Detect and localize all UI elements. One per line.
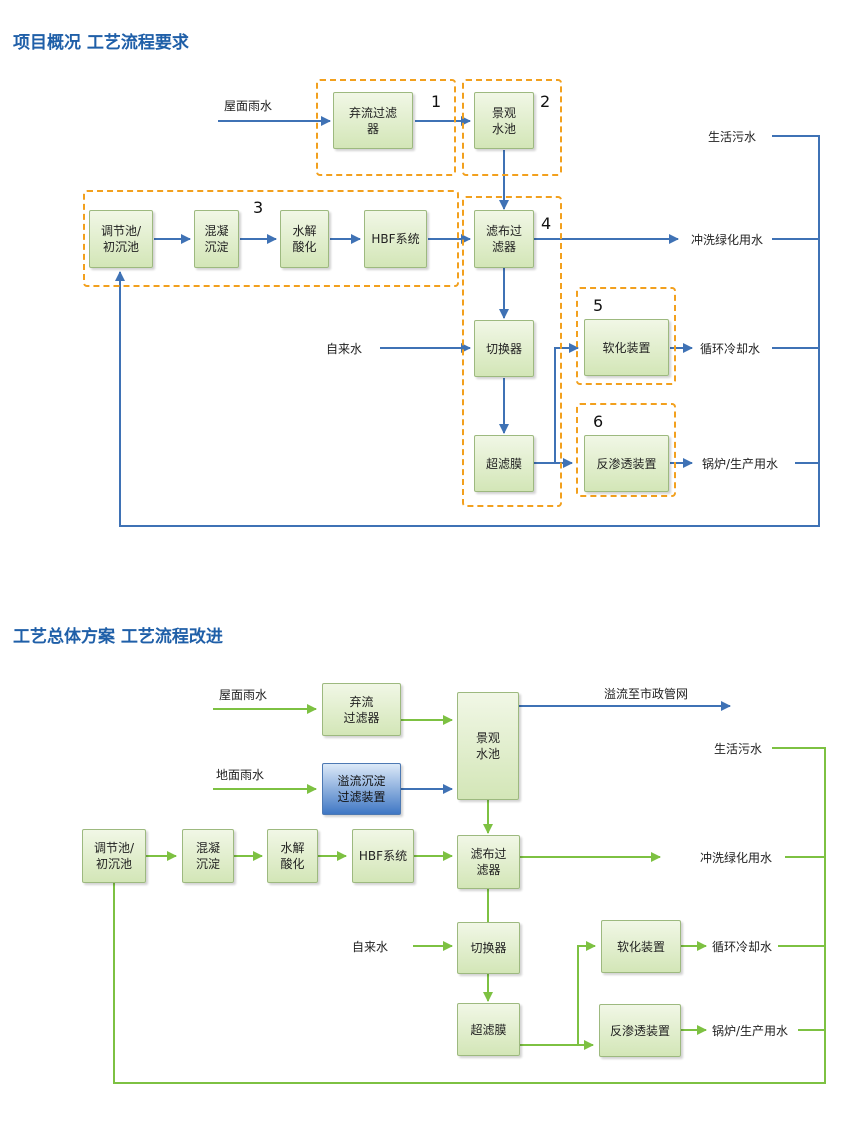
abandon-filter-box-2: 弃流 过滤器 (322, 683, 401, 736)
hbf-system-box: HBF系统 (364, 210, 427, 268)
flush-green-label: 冲洗绿化用水 (691, 233, 764, 247)
landscape-pool-box: 景观 水池 (474, 92, 534, 149)
section2-title: 工艺总体方案 工艺流程改进 (13, 627, 223, 647)
abandon-filter-box: 弃流过滤 器 (333, 92, 413, 149)
section2-flow-lines (109, 704, 826, 1084)
tap-water-label-2: 自来水 (352, 940, 389, 954)
softener-box: 软化装置 (584, 319, 669, 376)
domestic-sewage-label: 生活污水 (708, 130, 757, 144)
switcher-box: 切换器 (474, 320, 534, 377)
section2-blue-lines (401, 701, 731, 794)
group-3-border (83, 190, 459, 287)
ground-rain-label: 地面雨水 (216, 768, 265, 782)
group-2-border (462, 79, 562, 176)
group-number-4: 4 (541, 214, 552, 233)
cooling-water-label: 循环冷却水 (700, 342, 761, 356)
cooling-water-label-2: 循环冷却水 (712, 940, 773, 954)
flush-green-label-2: 冲洗绿化用水 (700, 851, 773, 865)
roof-rain-label-2: 屋面雨水 (219, 688, 268, 702)
landscape-pool-box-2: 景观 水池 (457, 692, 519, 800)
hydrolysis-box: 水解 酸化 (280, 210, 329, 268)
group-number-5: 5 (593, 296, 604, 315)
hydrolysis-box-2: 水解 酸化 (267, 829, 318, 883)
domestic-sewage-label-2: 生活污水 (714, 742, 763, 756)
group-number-2: 2 (540, 92, 551, 111)
switcher-box-2: 切换器 (457, 922, 520, 974)
cloth-filter-box-2: 滤布过 滤器 (457, 835, 520, 889)
regulating-pool-box: 调节池/ 初沉池 (89, 210, 153, 268)
group-4-border (462, 196, 562, 507)
reverse-osmosis-box-2: 反渗透装置 (599, 1004, 681, 1057)
coagulation-box-2: 混凝 沉淀 (182, 829, 234, 883)
section1-flow-lines (115, 116, 820, 527)
section1-title: 项目概况 工艺流程要求 (13, 33, 189, 53)
group-number-1: 1 (431, 92, 442, 111)
tap-water-label: 自来水 (326, 342, 363, 356)
roof-rain-label: 屋面雨水 (224, 99, 273, 113)
softener-box-2: 软化装置 (601, 920, 681, 973)
overflow-settling-filter-box: 溢流沉淀 过滤装置 (322, 763, 401, 815)
regulating-pool-box-2: 调节池/ 初沉池 (82, 829, 146, 883)
ultrafiltration-box: 超滤膜 (474, 435, 534, 492)
group-5-border (576, 287, 676, 385)
group-number-3: 3 (253, 198, 264, 217)
coagulation-box: 混凝 沉淀 (194, 210, 239, 268)
group-6-border (576, 403, 676, 497)
hbf-system-box-2: HBF系统 (352, 829, 414, 883)
ultrafiltration-box-2: 超滤膜 (457, 1003, 520, 1056)
boiler-water-label: 锅炉/生产用水 (702, 457, 779, 471)
boiler-water-label-2: 锅炉/生产用水 (712, 1024, 789, 1038)
overflow-municipal-label: 溢流至市政管网 (604, 687, 689, 701)
group-number-6: 6 (593, 412, 604, 431)
cloth-filter-box: 滤布过 滤器 (474, 210, 534, 268)
group-1-border (316, 79, 456, 176)
reverse-osmosis-box: 反渗透装置 (584, 435, 669, 492)
